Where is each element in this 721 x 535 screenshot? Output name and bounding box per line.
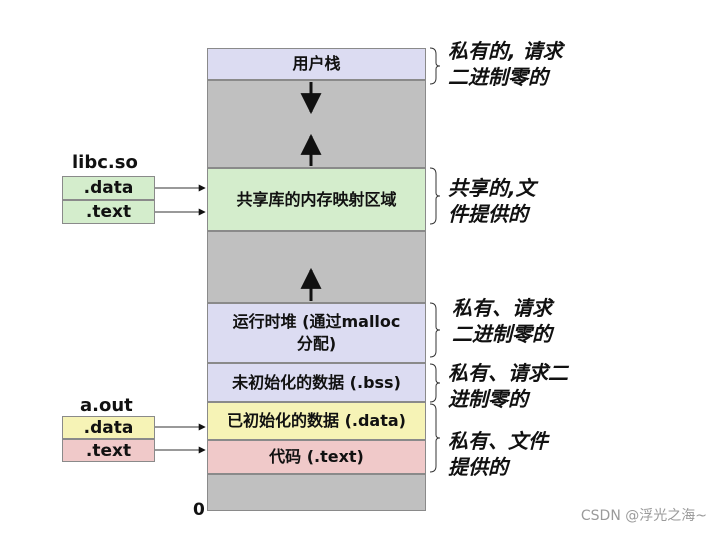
heap-note: 私有、请求 二进制零的 [452,295,552,347]
bss-note-line2: 进制零的 [448,387,528,411]
bss-note: 私有、请求二 进制零的 [448,360,568,412]
libc-data-box: .data [62,176,155,200]
shared-note-line1: 共享的,文 [448,176,536,200]
heap-label-line1: 运行时堆 (通过malloc [232,312,401,331]
libc-data-label: .data [83,178,134,198]
shared-note: 共享的,文 件提供的 [448,175,536,227]
aout-text-box: .text [62,439,155,462]
aout-data-label: .data [83,417,134,438]
zero-address-label: 0 [193,500,205,520]
user-stack-label: 用户栈 [292,54,341,73]
heap-segment: 运行时堆 (通过malloc 分配) [207,303,426,363]
heap-label-line2: 分配) [296,334,337,353]
heap-brace [429,302,441,358]
data-segment: 已初始化的数据 (.data) [207,402,426,440]
stack-note-line2: 二进制零的 [448,65,548,89]
libc-text-box: .text [62,200,155,224]
bss-brace [429,363,441,403]
shared-note-line2: 件提供的 [448,202,528,226]
text-label: 代码 (.text) [269,447,364,466]
code-note-line2: 提供的 [448,455,508,479]
aout-text-label: .text [85,440,132,461]
stack-note-line1: 私有的, 请求 [448,39,563,63]
watermark: CSDN @浮光之海~ [580,508,707,524]
shared-library-segment: 共享库的内存映射区域 [207,168,426,231]
bss-label: 未初始化的数据 (.bss) [232,372,401,392]
aout-data-box: .data [62,416,155,439]
stack-note: 私有的, 请求 二进制零的 [448,38,563,90]
shared-brace [429,167,441,225]
libc-text-label: .text [85,202,132,222]
bottom-gap-region [207,474,426,511]
text-segment: 代码 (.text) [207,440,426,474]
user-stack-segment: 用户栈 [207,48,426,80]
heap-note-line1: 私有、请求 [452,296,552,320]
shared-library-label: 共享库的内存映射区域 [236,189,397,209]
libc-title: libc.so [72,152,138,173]
aout-title: a.out [80,395,133,416]
data-label: 已初始化的数据 (.data) [227,411,406,430]
code-brace [429,403,441,473]
bss-note-line1: 私有、请求二 [448,361,568,385]
heap-gap-region [207,231,426,303]
code-note-line1: 私有、文件 [448,429,548,453]
stack-brace [429,47,441,85]
code-note: 私有、文件 提供的 [448,428,548,480]
heap-note-line2: 二进制零的 [452,322,552,346]
bss-segment: 未初始化的数据 (.bss) [207,363,426,402]
